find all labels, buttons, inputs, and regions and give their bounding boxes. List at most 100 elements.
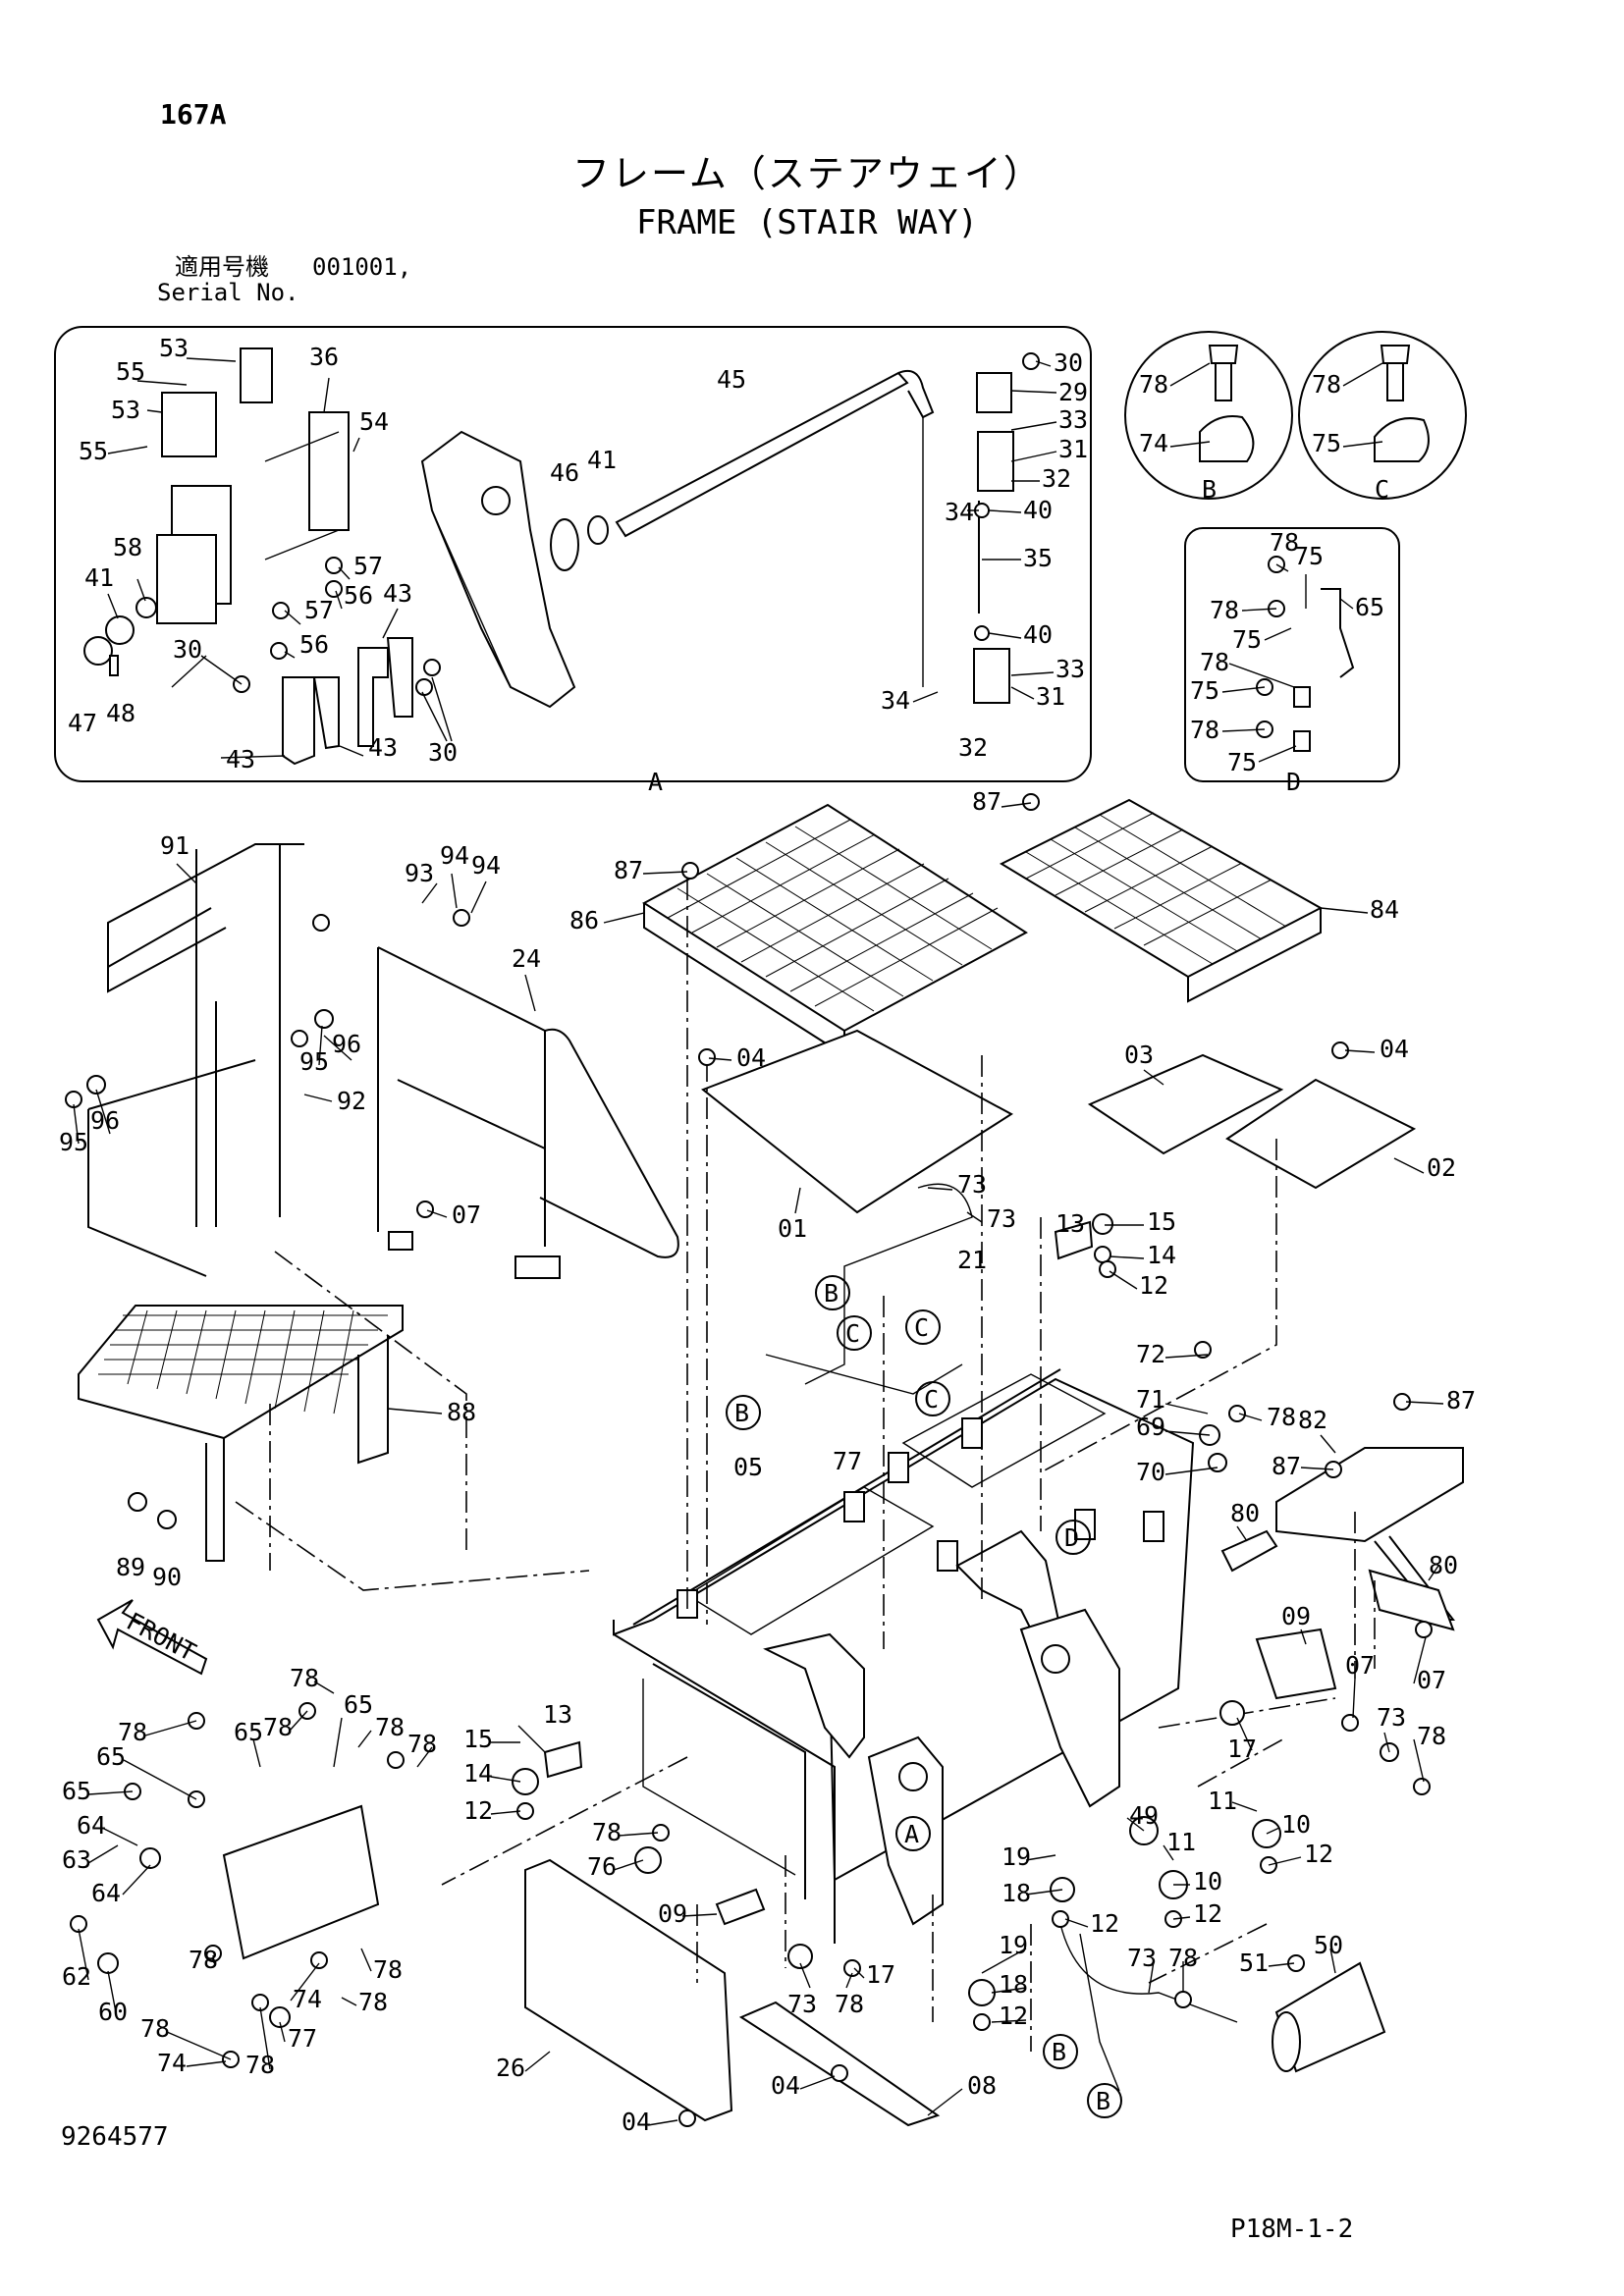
part-callout: 01 <box>778 1214 807 1243</box>
part-callout: 76 <box>587 1852 617 1881</box>
title-japanese: フレーム（ステアウェイ） <box>572 152 1043 195</box>
part-callout: 15 <box>1147 1207 1176 1236</box>
part-callout: 47 <box>68 709 97 737</box>
part-callout: 95 <box>299 1047 329 1076</box>
part-callout: 35 <box>1023 544 1053 572</box>
part-callout: 43 <box>383 579 412 608</box>
part-callout: 82 <box>1298 1406 1327 1434</box>
part-callout: 86 <box>569 906 599 934</box>
part-callout: 55 <box>79 437 108 465</box>
part-callout: 18 <box>1001 1879 1031 1907</box>
part-callout: 64 <box>91 1879 121 1907</box>
part-callout: 54 <box>359 407 389 436</box>
part-callout: 91 <box>160 831 189 860</box>
part-callout: 11 <box>1208 1787 1237 1815</box>
page-number: 167A <box>160 98 227 131</box>
part-callout: 75 <box>1294 542 1324 570</box>
part-callout: 78 <box>835 1990 864 2018</box>
part-callout: 13 <box>1056 1209 1085 1238</box>
part-callout: 84 <box>1370 895 1399 924</box>
part-callout: 78 <box>375 1713 405 1741</box>
part-callout: 12 <box>1090 1909 1119 1938</box>
part-callout: 07 <box>1345 1651 1375 1680</box>
part-callout: C <box>845 1319 860 1348</box>
part-callout: 80 <box>1230 1499 1260 1527</box>
part-callout: 77 <box>833 1447 862 1475</box>
part-callout: 04 <box>771 2071 800 2100</box>
part-callout: 78 <box>1139 370 1168 399</box>
part-callout: 15 <box>463 1725 493 1753</box>
part-callout: 34 <box>881 686 910 715</box>
part-callout: 03 <box>1124 1041 1154 1069</box>
part-callout: 62 <box>62 1962 91 1991</box>
part-callout: 90 <box>152 1563 182 1591</box>
part-callout: 74 <box>157 2049 187 2077</box>
part-callout: 32 <box>958 733 988 762</box>
part-callout: 78 <box>592 1818 622 1846</box>
part-callout: 78 <box>290 1664 319 1692</box>
detail-a-label: A <box>648 768 663 796</box>
serial-label-japanese: 適用号機 <box>175 253 269 281</box>
serial-label-english: Serial No. <box>157 279 299 306</box>
part-callout: 32 <box>1042 464 1071 493</box>
part-callout: 73 <box>1127 1944 1157 1972</box>
part-callout: 65 <box>234 1718 263 1746</box>
part-callout: 43 <box>226 745 255 774</box>
part-callout: 14 <box>1147 1241 1176 1269</box>
part-callout: 19 <box>999 1931 1028 1959</box>
part-callout: 72 <box>1136 1340 1165 1368</box>
detail-c-label: C <box>1375 475 1389 504</box>
part-callout: 87 <box>1272 1452 1301 1480</box>
part-callout: 65 <box>1355 593 1384 621</box>
part-callout: 78 <box>118 1718 147 1746</box>
part-callout: 87 <box>1446 1386 1476 1415</box>
part-callout: 04 <box>1380 1035 1409 1063</box>
part-callout: 94 <box>440 841 469 870</box>
bubble-markers: B C C C B D A B B <box>726 1275 1122 2118</box>
part-callout: 17 <box>866 1960 895 1989</box>
part-callout: 40 <box>1023 620 1053 649</box>
part-callout: 80 <box>1429 1551 1458 1579</box>
part-callout: 40 <box>1023 496 1053 524</box>
part-callout: 21 <box>957 1246 987 1274</box>
part-callout: 46 <box>550 458 579 487</box>
part-callout: 45 <box>717 365 746 394</box>
part-callout: 12 <box>999 2002 1028 2030</box>
part-callout: 33 <box>1056 655 1085 683</box>
part-callout: C <box>914 1313 929 1342</box>
part-callout: 26 <box>496 2054 525 2082</box>
part-callout: 24 <box>512 944 541 973</box>
part-callout: 53 <box>111 396 140 424</box>
part-callout: 96 <box>90 1106 120 1135</box>
part-callout: 51 <box>1239 1949 1269 1977</box>
part-callout: 78 <box>1200 648 1229 676</box>
part-callout: 10 <box>1281 1810 1311 1839</box>
part-callout: 78 <box>140 2014 170 2043</box>
serial-value: 001001, <box>312 253 412 281</box>
part-callout: 73 <box>987 1204 1016 1233</box>
part-callout: 78 <box>1270 528 1299 557</box>
part-callout: 30 <box>1054 348 1083 377</box>
part-callout: 33 <box>1058 405 1088 434</box>
part-callout: 29 <box>1058 378 1088 406</box>
main-frame-assembly: FRONT B C C C B D A B B <box>59 787 1476 2136</box>
part-callout: 31 <box>1036 682 1065 711</box>
part-callout: 73 <box>787 1990 817 2018</box>
part-callout: 87 <box>972 787 1001 816</box>
part-callout: 94 <box>471 851 501 880</box>
part-callout: 75 <box>1232 625 1262 654</box>
part-callout: 92 <box>337 1087 366 1115</box>
part-callout: 17 <box>1227 1735 1257 1763</box>
part-callout: 88 <box>447 1398 476 1426</box>
part-callout: 12 <box>1304 1840 1333 1868</box>
part-callout: B <box>824 1279 839 1308</box>
part-callout: B <box>1052 2038 1066 2066</box>
part-callout: 50 <box>1314 1931 1343 1959</box>
part-callout: 77 <box>288 2024 317 2053</box>
part-callout: 87 <box>614 856 643 884</box>
part-callout: 78 <box>263 1713 293 1741</box>
part-callout: 63 <box>62 1845 91 1874</box>
part-callout: 48 <box>106 699 135 727</box>
